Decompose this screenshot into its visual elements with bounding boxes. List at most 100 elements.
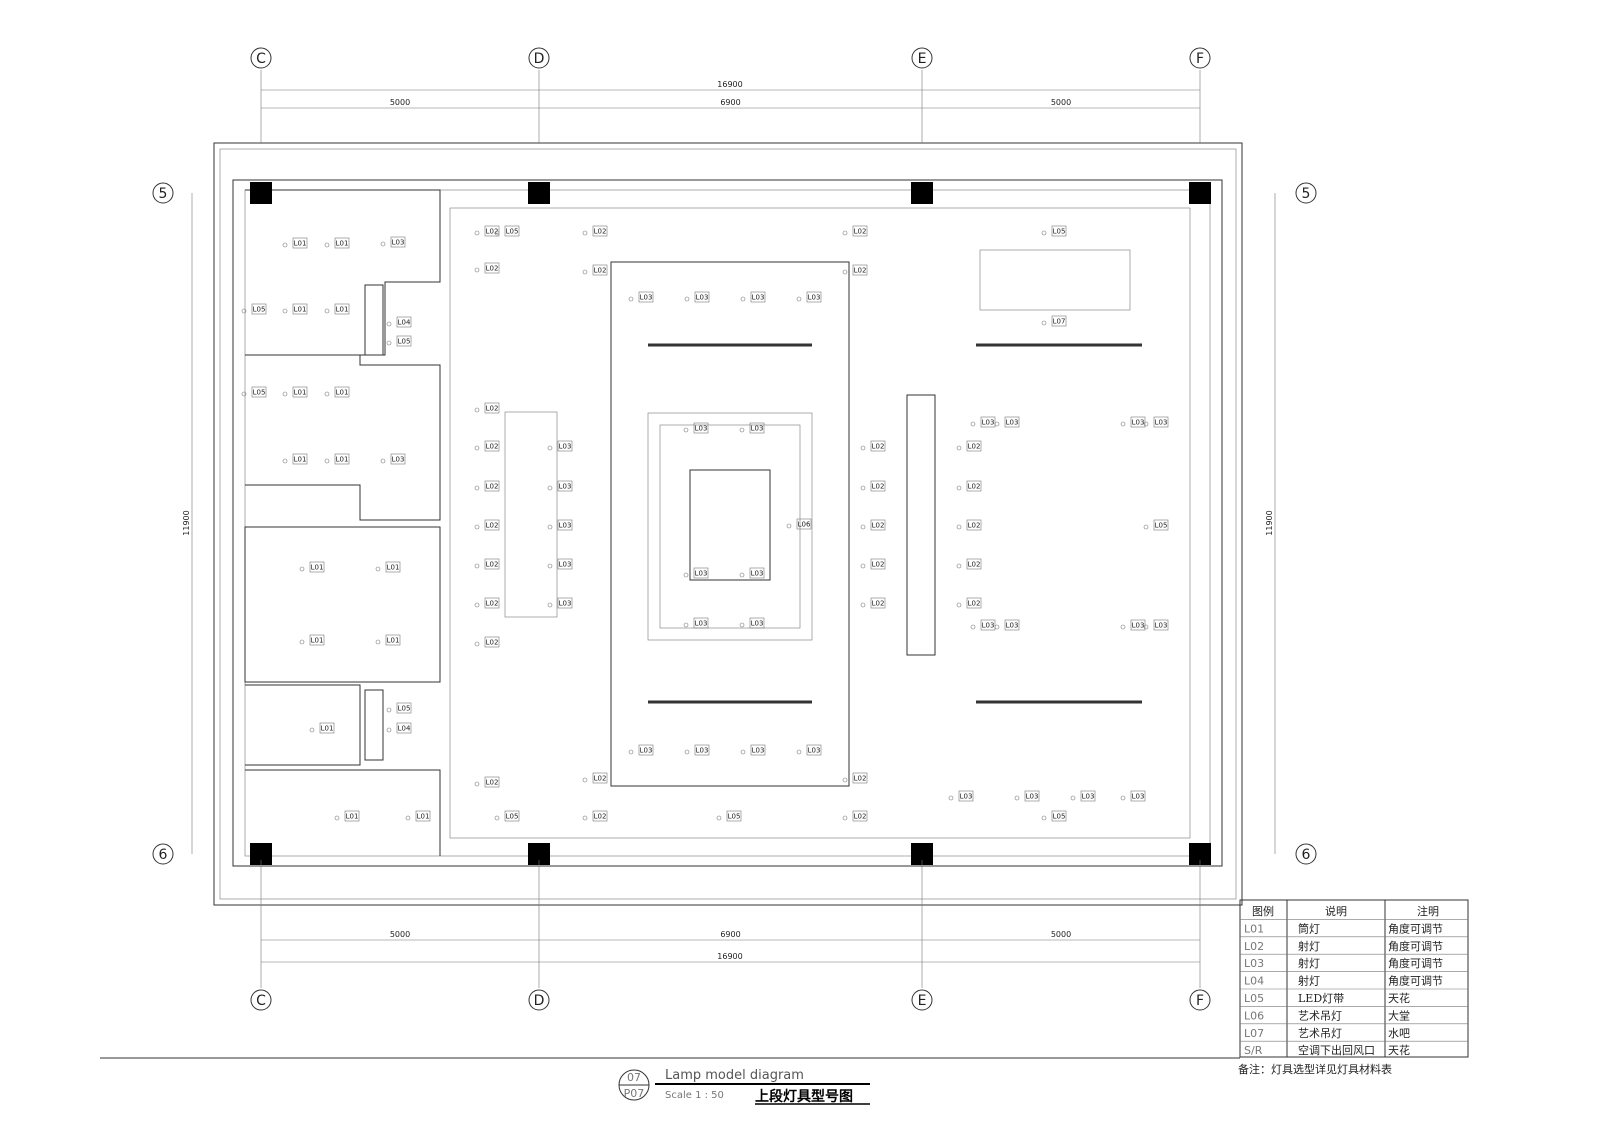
grid-bubble bbox=[1295, 843, 1317, 865]
legend-note: 水吧 bbox=[1388, 1027, 1410, 1040]
lamp-tag-box bbox=[1004, 416, 1020, 428]
lamp-symbol-icon bbox=[970, 624, 976, 630]
lamp-tag-code: L05 bbox=[506, 813, 519, 821]
lobby-chandelier bbox=[689, 469, 771, 581]
lamp-symbol-icon bbox=[956, 485, 962, 491]
lamp-tag-box bbox=[1051, 810, 1067, 822]
grid-label: F bbox=[1196, 51, 1204, 67]
lamp-tag-code: L02 bbox=[854, 813, 867, 821]
lamp-tag-code: L03 bbox=[1155, 419, 1168, 427]
lamp-tag-box bbox=[726, 810, 742, 822]
lamp-tag-code: L03 bbox=[392, 456, 405, 464]
lamp-tag-code: L03 bbox=[696, 294, 709, 302]
lamp-tag-box bbox=[1004, 619, 1020, 631]
air-vents bbox=[648, 343, 1142, 704]
lamp-tag-l02: L02 bbox=[956, 597, 982, 609]
lamp-tag-code: L01 bbox=[311, 637, 324, 645]
lamp-tag-code: L03 bbox=[1132, 793, 1145, 801]
sheet-number: P07 bbox=[624, 1087, 645, 1100]
lamp-tag-code: L03 bbox=[1132, 419, 1145, 427]
grid-label: F bbox=[1196, 993, 1204, 1009]
lamp-symbol-icon bbox=[684, 749, 690, 755]
lamp-symbol-icon bbox=[474, 407, 480, 413]
lamp-symbol-icon bbox=[842, 230, 848, 236]
grid-bubble bbox=[528, 47, 550, 69]
lamp-symbol-icon bbox=[1014, 795, 1020, 801]
lamp-tag-code: L03 bbox=[1026, 793, 1039, 801]
lamp-tag-l03: L03 bbox=[380, 453, 406, 465]
lamp-tag-box bbox=[557, 519, 573, 531]
lamp-tag-code: L03 bbox=[808, 747, 821, 755]
lamp-tag-l01: L01 bbox=[324, 237, 350, 249]
lamp-tag-code: L03 bbox=[982, 622, 995, 630]
lamp-tag-l03: L03 bbox=[628, 744, 654, 756]
lamp-tag-code: L02 bbox=[486, 443, 499, 451]
lamp-tag-box bbox=[870, 440, 886, 452]
lamp-tag-box bbox=[638, 291, 654, 303]
lamp-tag-l02: L02 bbox=[956, 558, 982, 570]
lamp-tag-l03: L03 bbox=[1120, 416, 1146, 428]
grid-label: E bbox=[918, 51, 927, 67]
lamp-symbol-icon bbox=[716, 815, 722, 821]
lamp-tag-l03: L03 bbox=[948, 790, 974, 802]
grid-bubble bbox=[1189, 989, 1211, 1011]
title-block: 07 P07 Lamp model diagram Scale 1 : 50 上… bbox=[618, 1068, 870, 1105]
lamp-tag-box bbox=[749, 617, 765, 629]
legend-code: L01 bbox=[1244, 922, 1264, 935]
lamp-tag-code: L05 bbox=[1053, 813, 1066, 821]
main-hall bbox=[449, 207, 1191, 839]
lamp-tag-l03: L03 bbox=[1014, 790, 1040, 802]
lamp-tag-l02: L02 bbox=[956, 440, 982, 452]
lamp-tag-l01: L01 bbox=[282, 386, 308, 398]
lamp-tag-code: L03 bbox=[1082, 793, 1095, 801]
lamp-tag-code: L02 bbox=[594, 228, 607, 236]
lamp-symbol-icon bbox=[786, 523, 792, 529]
lamp-tag-code: L05 bbox=[506, 228, 519, 236]
lamp-tag-l06: L06 bbox=[786, 518, 812, 530]
lamp-tag-code: L02 bbox=[486, 405, 499, 413]
lamp-tag-box bbox=[251, 303, 267, 315]
outer-wall bbox=[213, 142, 1243, 906]
lamp-symbol-icon bbox=[494, 230, 500, 236]
lamp-symbol-icon bbox=[796, 749, 802, 755]
lamp-symbol-icon bbox=[282, 308, 288, 314]
lamp-tag-box bbox=[484, 776, 500, 788]
title-cn: 上段灯具型号图 bbox=[755, 1088, 853, 1105]
lamp-tag-l05: L05 bbox=[386, 335, 412, 347]
lamp-tag-box bbox=[385, 561, 401, 573]
lamp-tag-box bbox=[966, 480, 982, 492]
structural-column bbox=[250, 843, 272, 865]
structural-column bbox=[528, 182, 550, 204]
lamp-symbol-icon bbox=[956, 602, 962, 608]
lamp-tag-code: L01 bbox=[294, 240, 307, 248]
lamp-symbol-icon bbox=[994, 421, 1000, 427]
lamp-tag-box bbox=[852, 772, 868, 784]
legend-note: 大堂 bbox=[1388, 1008, 1410, 1022]
lamp-tag-l02: L02 bbox=[474, 636, 500, 648]
lamp-tag-code: L03 bbox=[695, 570, 708, 578]
lamp-tag-l01: L01 bbox=[309, 722, 335, 734]
dimension-total: 16900 bbox=[717, 952, 742, 961]
lamp-tag-box bbox=[958, 790, 974, 802]
lamp-tag-box bbox=[1051, 315, 1067, 327]
dimension-total: 16900 bbox=[717, 80, 742, 89]
lamp-tag-l05: L05 bbox=[494, 810, 520, 822]
lamp-tag-box bbox=[484, 480, 500, 492]
lamp-tag-code: L05 bbox=[253, 306, 266, 314]
lamp-tag-l01: L01 bbox=[375, 561, 401, 573]
grid-bubble bbox=[528, 989, 550, 1011]
lamp-tag-l03: L03 bbox=[1070, 790, 1096, 802]
inner-wall-line bbox=[244, 189, 1211, 857]
lamp-tag-box bbox=[309, 561, 325, 573]
lamp-tag-code: L04 bbox=[398, 319, 411, 327]
lamp-tag-box bbox=[557, 558, 573, 570]
lamp-symbol-icon bbox=[324, 391, 330, 397]
structural-column bbox=[911, 843, 933, 865]
lamp-tag-code: L03 bbox=[559, 522, 572, 530]
grid-bubble bbox=[911, 47, 933, 69]
lamp-symbol-icon bbox=[796, 296, 802, 302]
lamp-tag-l05: L05 bbox=[1143, 519, 1169, 531]
lamp-symbol-icon bbox=[324, 458, 330, 464]
